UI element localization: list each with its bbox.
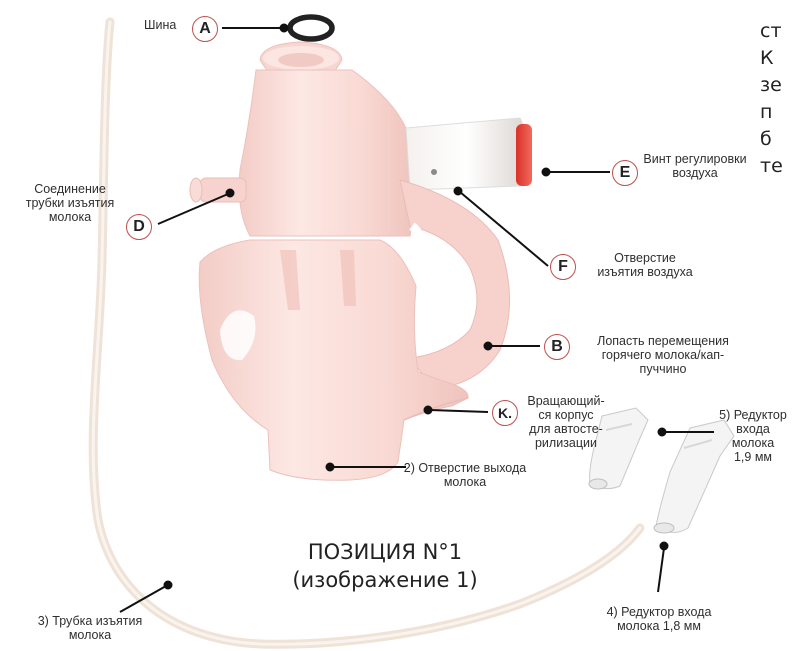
label-reducer5-line4: 1,9 мм bbox=[708, 450, 798, 464]
side-text-line4: п bbox=[760, 99, 783, 126]
side-text-line5: б bbox=[760, 126, 783, 153]
badge-k: K. bbox=[492, 400, 518, 426]
label-air-hole-line1: Отверстие bbox=[580, 251, 710, 265]
badge-a: A bbox=[192, 16, 218, 42]
position-title-line2: (изображение 1) bbox=[280, 566, 490, 594]
label-air-screw: Винт регулировки воздуха bbox=[630, 152, 760, 180]
position-title: ПОЗИЦИЯ N°1 (изображение 1) bbox=[280, 538, 490, 594]
label-tire: Шина bbox=[144, 18, 176, 32]
label-reducer5-line2: входа bbox=[708, 422, 798, 436]
side-text-line3: зе bbox=[760, 72, 783, 99]
label-blade-line2: горячего молока/кап- bbox=[578, 348, 748, 362]
label-air-hole: Отверстие изъятия воздуха bbox=[580, 251, 710, 279]
label-milk-connection-line3: молока bbox=[8, 210, 132, 224]
label-rotating-line1: Вращающий- bbox=[520, 394, 612, 408]
badge-f: F bbox=[550, 254, 576, 280]
label-reducer4-line1: 4) Редуктор входа bbox=[584, 605, 734, 619]
side-text-line2: К bbox=[760, 45, 783, 72]
label-milk-tube: 3) Трубка изъятия молока bbox=[16, 614, 164, 642]
label-milk-connection: Соединение трубки изъятия молока bbox=[8, 182, 132, 224]
label-rotating-line4: рилизации bbox=[520, 436, 612, 450]
label-reducer5-line1: 5) Редуктор bbox=[708, 408, 798, 422]
label-reducer5-line3: молока bbox=[708, 436, 798, 450]
device-body bbox=[239, 70, 414, 236]
label-blade: Лопасть перемещения горячего молока/кап-… bbox=[578, 334, 748, 376]
label-tube-line2: молока bbox=[16, 628, 164, 642]
label-air-screw-line2: воздуха bbox=[630, 166, 760, 180]
label-air-hole-line2: изъятия воздуха bbox=[580, 265, 710, 279]
label-air-screw-line1: Винт регулировки bbox=[630, 152, 760, 166]
label-milk-connection-line2: трубки изъятия bbox=[8, 196, 132, 210]
label-blade-line1: Лопасть перемещения bbox=[578, 334, 748, 348]
label-milk-connection-line1: Соединение bbox=[8, 182, 132, 196]
o-ring bbox=[290, 17, 332, 39]
label-blade-line3: пуччино bbox=[578, 362, 748, 376]
label-reducer-5: 5) Редуктор входа молока 1,9 мм bbox=[708, 408, 798, 464]
label-reducer-4: 4) Редуктор входа молока 1,8 мм bbox=[584, 605, 734, 633]
label-reducer4-line2: молока 1,8 мм bbox=[584, 619, 734, 633]
label-milk-outlet-line1: 2) Отверстие выхода bbox=[380, 461, 550, 475]
side-text: ст К зе п б те bbox=[760, 18, 783, 180]
side-text-line6: те bbox=[760, 153, 783, 180]
position-title-line1: ПОЗИЦИЯ N°1 bbox=[280, 538, 490, 566]
label-milk-outlet-line2: молока bbox=[380, 475, 550, 489]
label-rotating-body: Вращающий- ся корпус для автосте- рилиза… bbox=[520, 394, 612, 450]
label-rotating-line2: ся корпус bbox=[520, 408, 612, 422]
badge-b: B bbox=[544, 334, 570, 360]
side-text-line1: ст bbox=[760, 18, 783, 45]
label-tube-line1: 3) Трубка изъятия bbox=[16, 614, 164, 628]
label-milk-outlet: 2) Отверстие выхода молока bbox=[380, 461, 550, 489]
label-rotating-line3: для автосте- bbox=[520, 422, 612, 436]
